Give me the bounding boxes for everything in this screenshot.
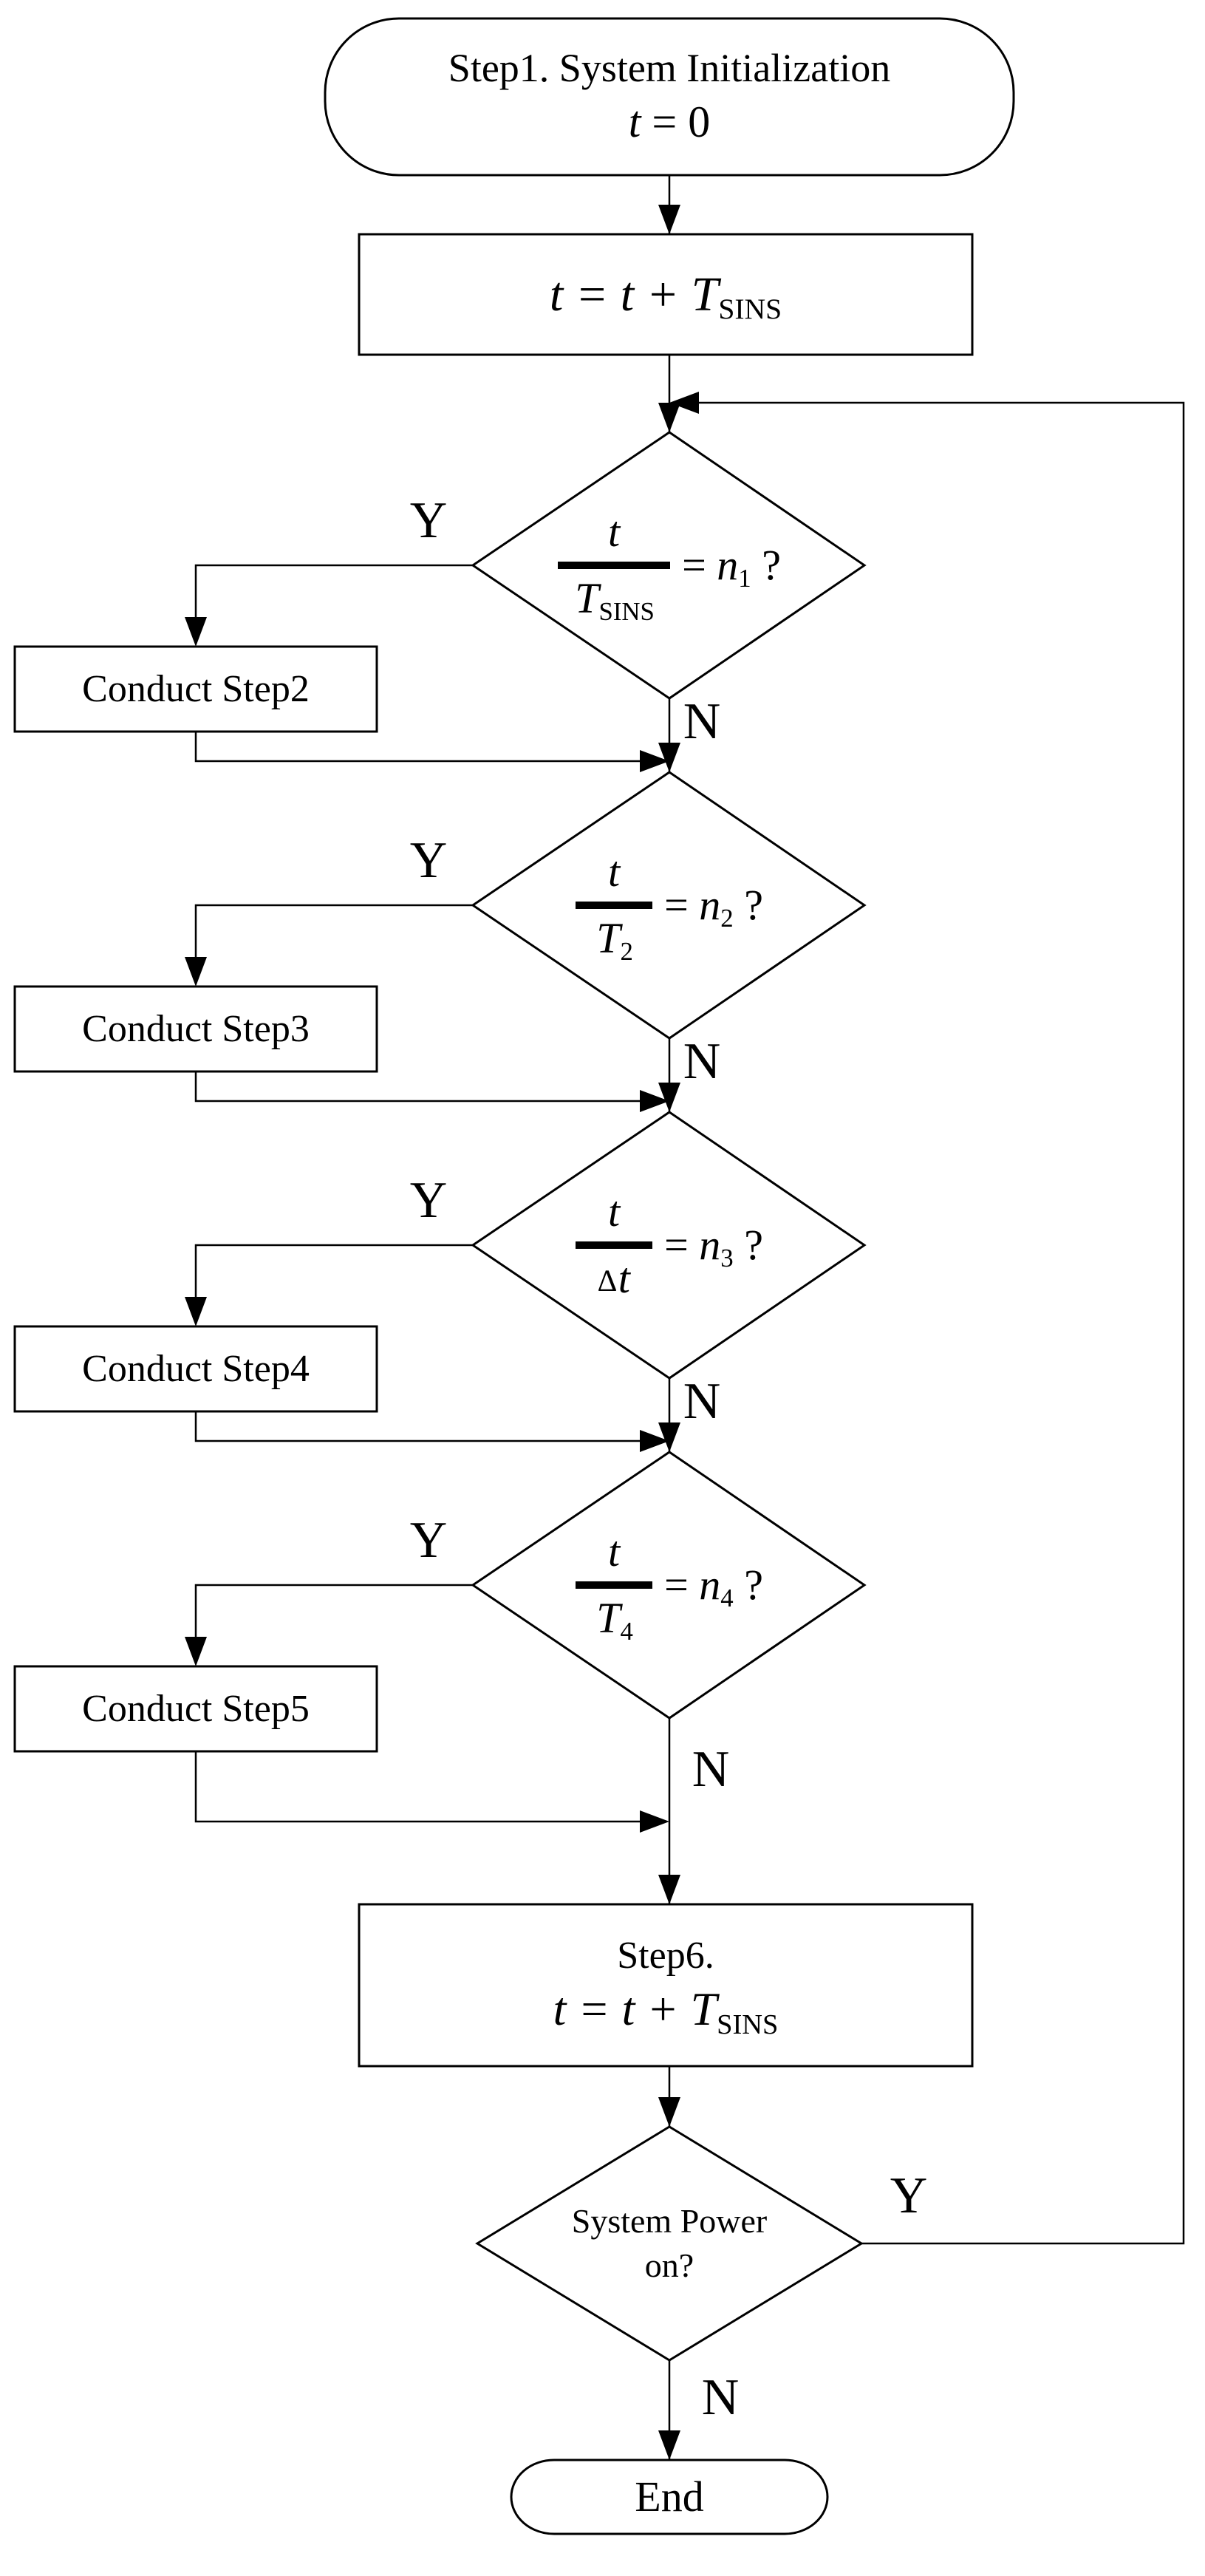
connector-return-1 bbox=[194, 732, 653, 763]
decision-4-equation: = n4 ? bbox=[664, 1560, 763, 1613]
arrowhead-down-icon bbox=[658, 2430, 680, 2460]
start-formula: t = 0 bbox=[628, 98, 711, 147]
action-box-4: Conduct Step4 bbox=[82, 1347, 310, 1390]
decision-3-denominator: ∆t bbox=[598, 1254, 630, 1302]
connector-yes-4 bbox=[194, 1584, 473, 1652]
label-no-3: N bbox=[683, 1372, 721, 1430]
label-yes-power: Y bbox=[890, 2167, 928, 2224]
arrowhead-right-icon bbox=[640, 1810, 669, 1833]
arrowhead-right-icon bbox=[640, 750, 669, 772]
arrowhead-down-icon bbox=[658, 1083, 680, 1112]
arrowhead-down-icon bbox=[658, 1875, 680, 1904]
fraction-bar bbox=[558, 562, 671, 569]
label-yes-1: Y bbox=[409, 491, 448, 549]
decision-1-fraction: t TSINS bbox=[558, 507, 671, 627]
decision-3-shape bbox=[471, 1111, 867, 1380]
arrowhead-down-icon bbox=[185, 1637, 207, 1666]
decision-4: t T4 = n4 ? bbox=[485, 1467, 854, 1703]
connector-return-4 bbox=[194, 1751, 653, 1823]
action-box-3-shape bbox=[13, 985, 378, 1073]
action-box-2: Conduct Step2 bbox=[82, 667, 310, 710]
label-no-power: N bbox=[701, 2368, 740, 2426]
decision-3: t ∆t = n3 ? bbox=[485, 1127, 854, 1363]
decision-1-equation: = n1 ? bbox=[682, 540, 781, 593]
arrowhead-down-icon bbox=[658, 205, 680, 234]
decision-3-fraction: t ∆t bbox=[576, 1187, 653, 1304]
arrowhead-right-icon bbox=[640, 1090, 669, 1112]
decision-1-denominator: TSINS bbox=[575, 574, 655, 627]
power-line2: on? bbox=[644, 2246, 694, 2284]
label-no-4: N bbox=[692, 1740, 730, 1798]
step6-title: Step6. bbox=[617, 1935, 714, 1977]
decision-4-denominator: T4 bbox=[596, 1594, 633, 1646]
decision-4-fraction: t T4 bbox=[576, 1527, 653, 1646]
action-box-3: Conduct Step3 bbox=[82, 1007, 310, 1050]
label-no-2: N bbox=[683, 1032, 721, 1090]
step6-node-shape bbox=[358, 1903, 974, 2068]
arrowhead-left-icon bbox=[669, 392, 699, 414]
connector-yes-3 bbox=[194, 1244, 473, 1312]
arrowhead-right-icon bbox=[640, 1430, 669, 1452]
decision-2-equation: = n2 ? bbox=[664, 880, 763, 933]
action-box-5-shape bbox=[13, 1665, 378, 1753]
arrowhead-down-icon bbox=[658, 743, 680, 772]
label-no-1: N bbox=[683, 692, 721, 750]
connector-return-2 bbox=[194, 1071, 653, 1103]
decision-3-equation: = n3 ? bbox=[664, 1220, 763, 1273]
arrowhead-down-icon bbox=[185, 957, 207, 987]
update-node: t = t + TSINS bbox=[359, 234, 972, 355]
end-node-shape bbox=[510, 2459, 829, 2535]
start-node-shape bbox=[324, 17, 1015, 177]
decision-4-shape bbox=[471, 1451, 867, 1720]
end-node: End bbox=[635, 2472, 704, 2521]
fraction-bar bbox=[576, 1241, 653, 1249]
label-yes-2: Y bbox=[409, 831, 448, 889]
label-yes-3: Y bbox=[409, 1171, 448, 1229]
fraction-bar bbox=[576, 1581, 653, 1589]
action-box-2-shape bbox=[13, 645, 378, 733]
arrowhead-down-icon bbox=[185, 617, 207, 647]
power-line1: System Power bbox=[571, 2202, 768, 2241]
power-decision-shape bbox=[475, 2125, 864, 2362]
action-box-4-shape bbox=[13, 1325, 378, 1413]
update-formula: t = t + TSINS bbox=[549, 267, 782, 326]
decision-1: t TSINS = n1 ? bbox=[485, 447, 854, 684]
decision-2-shape bbox=[471, 771, 867, 1040]
decision-2: t T2 = n2 ? bbox=[485, 787, 854, 1023]
label-yes-4: Y bbox=[409, 1511, 448, 1569]
arrowhead-down-icon bbox=[658, 403, 680, 432]
arrowhead-down-icon bbox=[185, 1297, 207, 1326]
action-box-5: Conduct Step5 bbox=[82, 1687, 310, 1730]
fraction-bar bbox=[576, 902, 653, 909]
connector-yes-1 bbox=[194, 564, 473, 632]
decision-2-denominator: T2 bbox=[596, 914, 633, 967]
start-node: Step1. System Initialization t = 0 bbox=[325, 18, 1014, 175]
start-title: Step1. System Initialization bbox=[448, 45, 891, 90]
arrowhead-down-icon bbox=[658, 2097, 680, 2127]
step6-formula: t = t + TSINS bbox=[553, 1983, 779, 2040]
connector-loop-back bbox=[686, 401, 1185, 2245]
connector-yes-2 bbox=[194, 904, 473, 972]
power-decision: System Power on? bbox=[485, 2178, 854, 2308]
step6-node: Step6. t = t + TSINS bbox=[359, 1904, 972, 2066]
update-node-shape bbox=[358, 233, 974, 356]
connector-return-3 bbox=[194, 1411, 653, 1442]
decision-2-fraction: t T2 bbox=[576, 847, 653, 967]
arrowhead-down-icon bbox=[658, 1422, 680, 1452]
